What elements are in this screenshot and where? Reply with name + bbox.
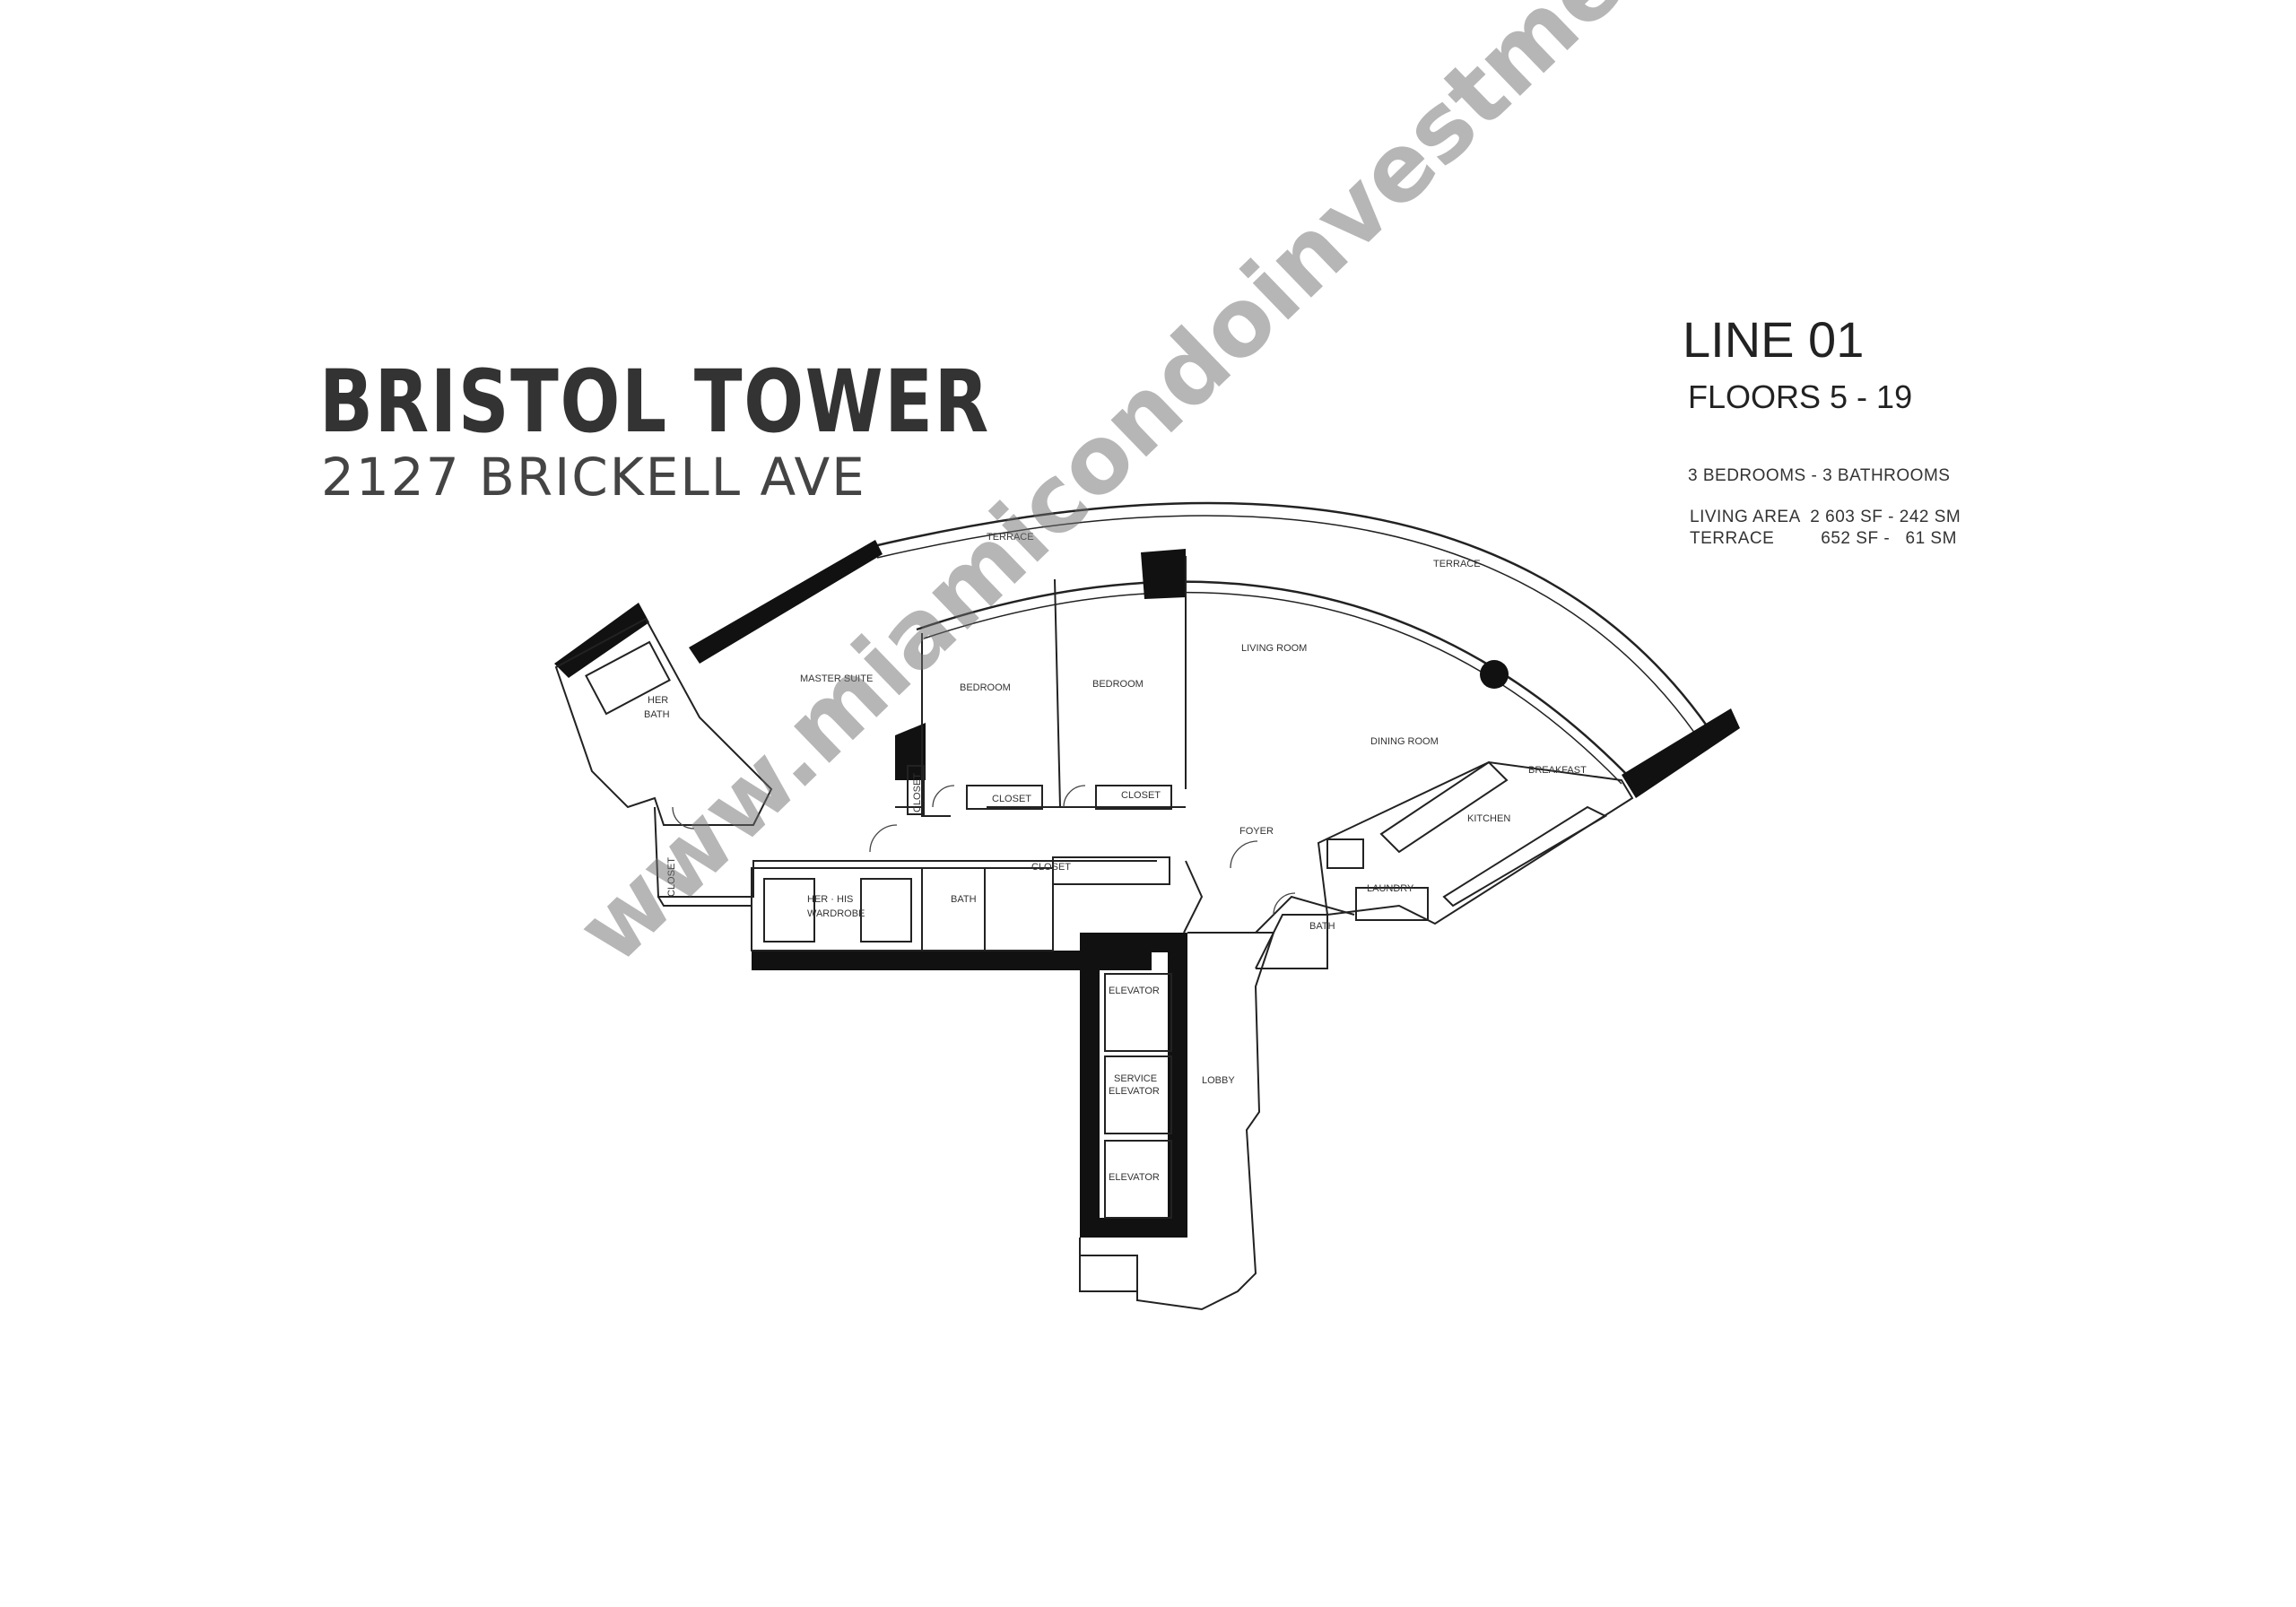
room-label-foyer: FOYER: [1239, 826, 1274, 837]
bedroom-bathroom-count: 3 BEDROOMS - 3 BATHROOMS: [1688, 466, 1951, 485]
her-bath-wing: [554, 617, 773, 826]
kitchen-outline: [1317, 760, 1634, 925]
room-label-service-elevator-2: ELEVATOR: [1109, 1086, 1160, 1097]
room-label-elevator-1: ELEVATOR: [1109, 986, 1160, 996]
facade-arc: [916, 580, 1633, 781]
room-label-master-suite: MASTER SUITE: [800, 673, 873, 684]
structural-walls: [554, 540, 1740, 1238]
terrace-area: TERRACE 652 SF - 61 SM: [1690, 529, 1957, 548]
room-label-bedroom-2: BEDROOM: [1092, 679, 1144, 690]
room-label-her-bath-1: HER: [648, 695, 668, 706]
room-label-bedroom-1: BEDROOM: [960, 682, 1011, 693]
room-label-closet-hall: CLOSET: [1031, 862, 1071, 873]
room-label-dining-room: DINING ROOM: [1370, 736, 1439, 747]
room-label-laundry: LAUNDRY: [1367, 883, 1414, 894]
room-label-breakfast: BREAKFAST: [1528, 765, 1587, 776]
building-name: BRISTOL TOWER: [319, 352, 990, 452]
terrace-outer-arc: [869, 501, 1710, 729]
room-label-terrace-east: TERRACE: [1433, 559, 1481, 569]
room-label-wardrobe-1: HER · HIS: [807, 894, 853, 905]
room-label-living-room: LIVING ROOM: [1241, 643, 1307, 654]
terrace-outer-arc-inner: [876, 515, 1696, 734]
unit-line: LINE 01: [1683, 311, 1865, 368]
room-label-bath-east: BATH: [1309, 921, 1335, 932]
room-label-kitchen: KITCHEN: [1467, 813, 1510, 824]
room-label-closet-b1: CLOSET: [992, 794, 1031, 804]
room-label-lobby: LOBBY: [1202, 1075, 1235, 1086]
room-label-terrace: TERRACE: [987, 532, 1034, 543]
room-label-closet-b2: CLOSET: [1121, 790, 1161, 801]
room-label-wardrobe-2: WARDROBE: [807, 908, 865, 919]
room-label-elevator-2: ELEVATOR: [1109, 1172, 1160, 1183]
room-label-her-bath-2: BATH: [644, 709, 670, 720]
room-label-bath-center: BATH: [951, 894, 977, 905]
building-address: 2127 BRICKELL AVE: [321, 447, 866, 508]
facade-arc-inner: [923, 591, 1622, 785]
living-area: LIVING AREA 2 603 SF - 242 SM: [1690, 508, 1961, 526]
room-label-closet-left: CLOSET: [666, 857, 677, 897]
room-label-closet-b1-side: CLOSET: [912, 773, 923, 812]
room-label-service-elevator-1: SERVICE: [1114, 1073, 1157, 1084]
unit-floors: FLOORS 5 - 19: [1688, 378, 1913, 415]
